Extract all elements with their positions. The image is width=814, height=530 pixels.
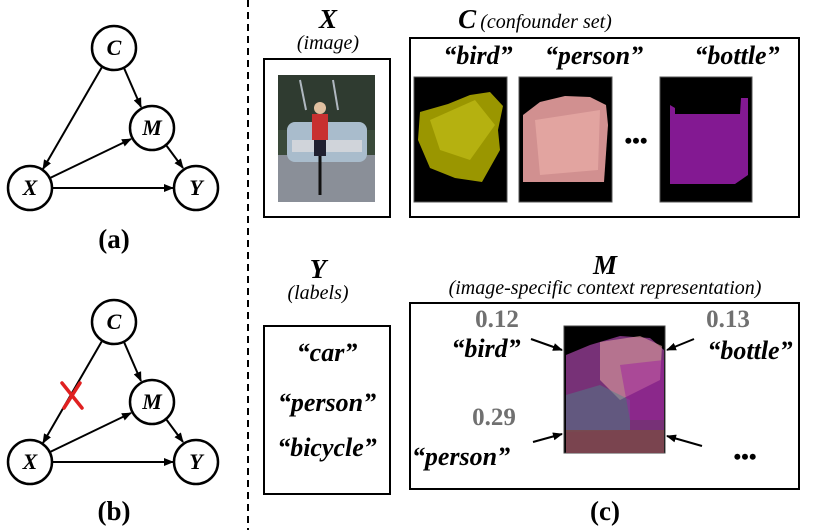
node-c-circle (90, 24, 138, 72)
arrow-other-weight (666, 434, 703, 447)
caption-b: (b) (97, 496, 131, 526)
weight-label-person: “person” (411, 442, 511, 471)
context-representation-box (409, 302, 800, 490)
confounder-label-person: “person” (544, 41, 644, 70)
edge-c-m (123, 341, 142, 382)
arrow-bird-weight (530, 338, 563, 351)
edge-m-y (165, 418, 184, 443)
node-y-label: Y (189, 175, 203, 200)
weight-label-bottle: “bottle” (707, 336, 793, 365)
node-x-label: X (22, 449, 38, 474)
edge-m-y (165, 144, 184, 169)
edge-c-m (123, 67, 142, 108)
label-bicycle: “bicycle” (277, 433, 377, 462)
c-heading: C (confounder set) (458, 4, 612, 35)
node-y-label: Y (189, 449, 203, 474)
node-c-circle (90, 298, 138, 346)
arrow-bottle-weight (666, 338, 695, 351)
graph-a (6, 24, 220, 212)
node-c-label: C (106, 35, 122, 60)
edge-c-x (42, 66, 103, 170)
confounder-ellipsis: ••• (624, 128, 648, 153)
node-m-circle (128, 104, 176, 152)
x-image-box (263, 58, 391, 218)
x-subtitle: (image) (296, 32, 360, 54)
caption-a: (a) (98, 224, 130, 254)
weight-person: 0.29 (472, 404, 516, 431)
x-symbol: X (318, 4, 338, 34)
arrow-person-weight (532, 432, 563, 443)
label-car: “car” (296, 338, 358, 367)
graph-b (6, 298, 220, 486)
node-m-circle (128, 378, 176, 426)
weight-label-bird: “bird” (451, 334, 521, 363)
y-subtitle: (labels) (287, 282, 349, 304)
node-m-label: M (142, 115, 162, 140)
labels-box (263, 325, 391, 495)
node-y-circle (172, 164, 220, 212)
confounder-label-bird: “bird” (443, 41, 513, 70)
node-m-label: M (142, 389, 162, 414)
c-symbol: C (458, 4, 477, 34)
edge-x-m (49, 412, 132, 453)
caption-c: (c) (590, 496, 620, 526)
confounder-mask-bottle (659, 76, 753, 203)
confounder-set-box (409, 37, 800, 218)
m-symbol: M (592, 250, 618, 280)
weight-bottle: 0.13 (706, 306, 750, 333)
node-c-label: C (106, 309, 122, 334)
input-image-cyclist (278, 75, 375, 202)
y-symbol: Y (309, 254, 327, 284)
confounder-label-bottle: “bottle” (694, 41, 780, 70)
weight-bird: 0.12 (475, 306, 519, 333)
m-subtitle: (image-specific context representation) (448, 277, 762, 299)
cut-mark-icon (60, 381, 84, 410)
context-representation-image (563, 325, 666, 454)
confounder-mask-person (518, 76, 613, 203)
confounder-mask-bird (413, 76, 508, 203)
c-subtitle: (confounder set) (480, 11, 612, 33)
node-y-circle (172, 438, 220, 486)
edge-x-m (49, 138, 132, 179)
weight-ellipsis: ••• (733, 444, 757, 469)
node-x-label: X (22, 175, 38, 200)
label-person: “person” (277, 388, 377, 417)
